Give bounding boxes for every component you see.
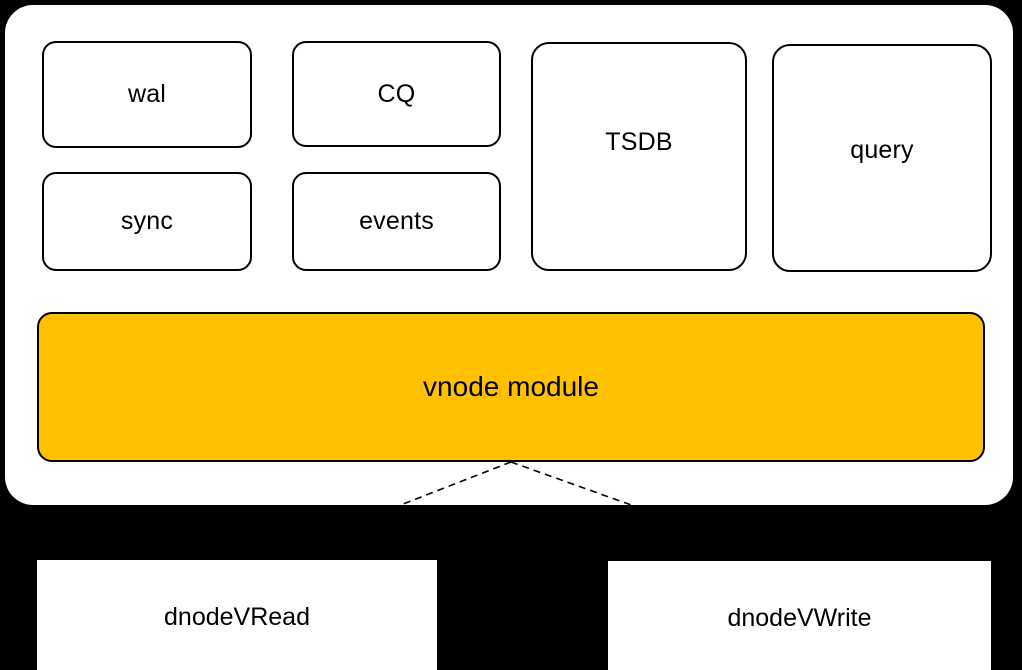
module-label-tsdb: TSDB	[605, 128, 673, 156]
module-box-tsdb[interactable]: TSDB	[531, 42, 747, 271]
module-box-query[interactable]: query	[772, 44, 992, 272]
module-label-query: query	[850, 135, 914, 164]
dnode-vread-box[interactable]: dnodeVRead	[37, 560, 437, 670]
dnode-vread-label: dnodeVRead	[164, 603, 310, 631]
module-label-wal: wal	[127, 80, 167, 108]
module-box-sync[interactable]: sync	[42, 172, 252, 271]
module-box-cq[interactable]: CQ	[292, 41, 501, 147]
module-label-events: events	[359, 207, 434, 235]
dnode-vwrite-box[interactable]: dnodeVWrite	[608, 561, 991, 670]
module-box-wal[interactable]: wal	[42, 41, 252, 148]
vnode-module-bar[interactable]: vnode module	[37, 312, 985, 462]
module-box-events[interactable]: events	[292, 172, 501, 271]
module-label-sync: sync	[120, 207, 174, 235]
module-label-cq: CQ	[377, 79, 416, 108]
vnode-module-label: vnode module	[423, 371, 599, 402]
dnode-vwrite-label: dnodeVWrite	[727, 603, 872, 632]
